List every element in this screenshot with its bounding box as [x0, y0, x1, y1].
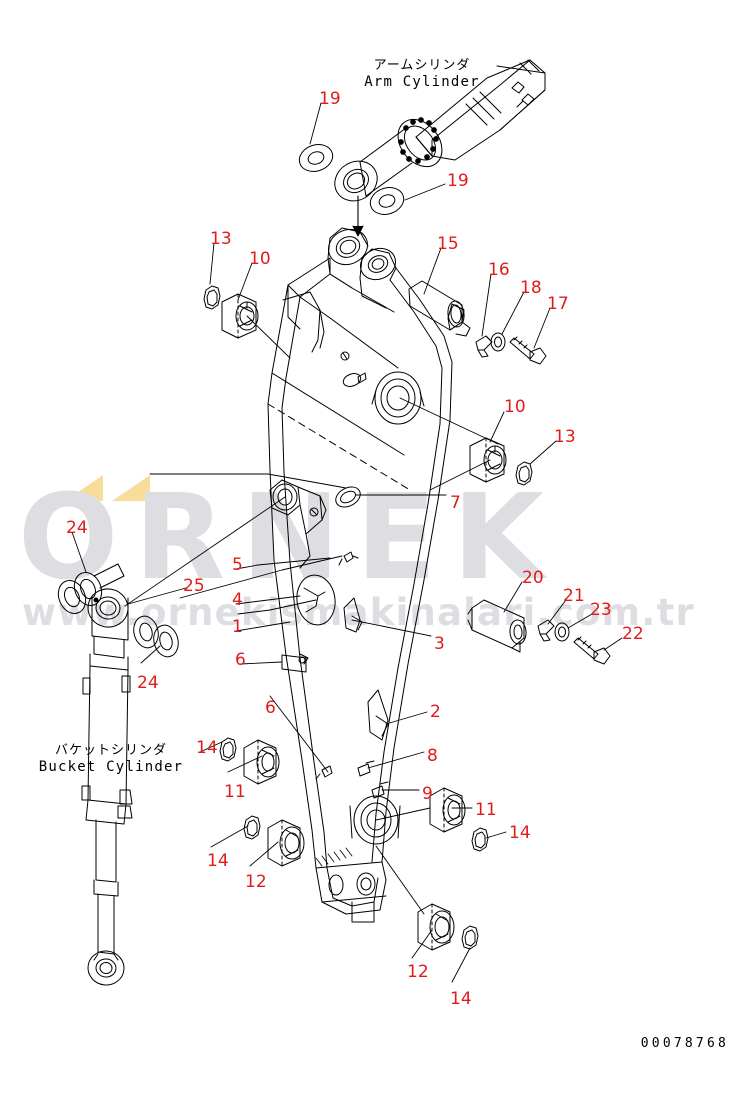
arm-main-body-assembly [267, 227, 453, 923]
callout-10-b: 10 [504, 397, 526, 417]
caption-bucket-cylinder-en: Bucket Cylinder [38, 759, 184, 775]
part-24-lower [133, 615, 179, 658]
caption-bucket-cylinder: バケットシリンダ Bucket Cylinder [39, 743, 183, 776]
part-13-left [203, 285, 221, 310]
leader-lines [71, 102, 623, 983]
callout-14-b: 14 [207, 851, 229, 871]
callout-24-b: 24 [137, 673, 159, 693]
callout-19-b: 19 [447, 171, 469, 191]
callout-10-a: 10 [249, 249, 271, 269]
callout-14-c: 14 [509, 823, 531, 843]
part-16-key [475, 335, 493, 358]
callout-13-b: 13 [554, 427, 576, 447]
caption-arm-cylinder: アームシリンダ Arm Cylinder [364, 58, 480, 91]
callout-16: 16 [488, 260, 510, 280]
part-14-c [471, 827, 489, 852]
callout-25: 25 [183, 576, 205, 596]
callout-8: 8 [427, 746, 438, 766]
callout-19-a: 19 [319, 89, 341, 109]
callout-4: 4 [232, 590, 243, 610]
part-20-pin [467, 599, 527, 653]
callout-23: 23 [590, 600, 612, 620]
callout-9: 9 [422, 784, 433, 804]
callout-22: 22 [622, 624, 644, 644]
part-13-right [515, 461, 533, 486]
callout-11-b: 11 [475, 800, 497, 820]
part-15-pin [408, 280, 471, 337]
caption-arm-cylinder-jp: アームシリンダ [373, 58, 471, 73]
callout-7: 7 [450, 493, 461, 513]
drawing-number: 00078768 [640, 1036, 729, 1051]
callout-5: 5 [232, 555, 243, 575]
callout-3: 3 [434, 634, 445, 654]
callout-6-b: 6 [265, 698, 276, 718]
callout-14-a: 14 [196, 738, 218, 758]
callout-15: 15 [437, 234, 459, 254]
loose-parts [57, 280, 611, 951]
callout-24-a: 24 [66, 518, 88, 538]
bucket-cylinder-assembly [81, 588, 133, 986]
callout-2: 2 [430, 702, 441, 722]
part-12-left [267, 819, 305, 867]
part-14-a [219, 737, 237, 762]
callout-14-d: 14 [450, 989, 472, 1009]
part-18-washer [490, 332, 506, 352]
part-24-upper [57, 563, 125, 614]
part-14-b [243, 815, 261, 840]
callout-11-a: 11 [224, 782, 246, 802]
callout-21: 21 [563, 586, 585, 606]
callout-18: 18 [520, 278, 542, 298]
part-17-bolt [509, 336, 547, 365]
arm-cylinder-assembly [298, 59, 546, 237]
part-10-left [221, 293, 259, 339]
callout-20: 20 [522, 568, 544, 588]
part-11-left [243, 739, 280, 785]
callout-6-a: 6 [235, 650, 246, 670]
part-21-key [537, 619, 555, 642]
part-11-right [429, 787, 466, 833]
callout-12-b: 12 [407, 962, 429, 982]
callout-13-a: 13 [210, 229, 232, 249]
part-12-bottom [417, 903, 455, 951]
callout-1: 1 [232, 617, 243, 637]
callout-17: 17 [547, 294, 569, 314]
caption-arm-cylinder-en: Arm Cylinder [364, 74, 480, 90]
part-23-washer [554, 622, 570, 642]
part-22-bolt [573, 636, 611, 665]
caption-bucket-cylinder-jp: バケットシリンダ [54, 743, 167, 758]
part-14-d [461, 925, 479, 950]
callout-12-a: 12 [245, 872, 267, 892]
part-10-right [469, 437, 507, 483]
